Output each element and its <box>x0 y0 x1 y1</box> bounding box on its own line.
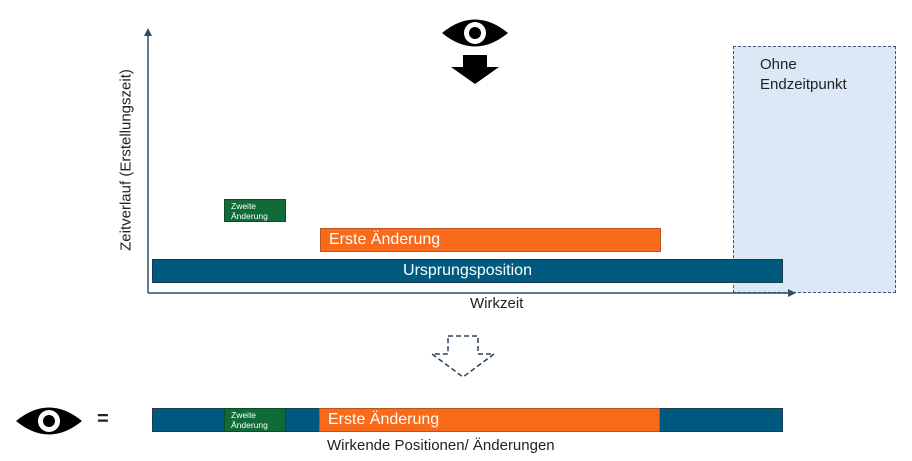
result-caption: Wirkende Positionen/ Änderungen <box>327 437 555 454</box>
result-erste-aenderung-label: Erste Änderung <box>328 411 440 428</box>
x-axis-arrowhead <box>788 289 796 297</box>
y-axis-arrowhead <box>144 28 152 36</box>
ohne-endzeitpunkt-region <box>733 46 896 293</box>
down-arrow-icon <box>451 55 499 84</box>
equals-sign: = <box>97 408 109 430</box>
result-erste-aenderung-bar: Erste Änderung <box>319 408 660 432</box>
dashed-down-arrow-icon <box>429 335 497 378</box>
axes <box>144 28 796 297</box>
ursprungsposition-bar: Ursprungsposition <box>152 259 783 283</box>
ohne-endzeitpunkt-label: Ohne Endzeitpunkt <box>760 56 847 93</box>
y-axis-label: Zeitverlauf (Erstellungszeit) <box>117 69 135 251</box>
ursprungsposition-label: Ursprungsposition <box>403 262 532 279</box>
result-zweite-aenderung-bar: Zweite Änderung <box>224 408 286 432</box>
erste-aenderung-bar: Erste Änderung <box>320 228 661 252</box>
x-axis-label: Wirkzeit <box>470 295 524 312</box>
eye-icon <box>16 407 82 435</box>
eye-icon <box>442 19 508 47</box>
erste-aenderung-label: Erste Änderung <box>329 231 441 248</box>
zweite-aenderung-label: Zweite Änderung <box>231 200 268 221</box>
zweite-aenderung-bar: Zweite Änderung <box>224 199 286 222</box>
result-zweite-aenderung-label: Zweite Änderung <box>231 410 268 430</box>
